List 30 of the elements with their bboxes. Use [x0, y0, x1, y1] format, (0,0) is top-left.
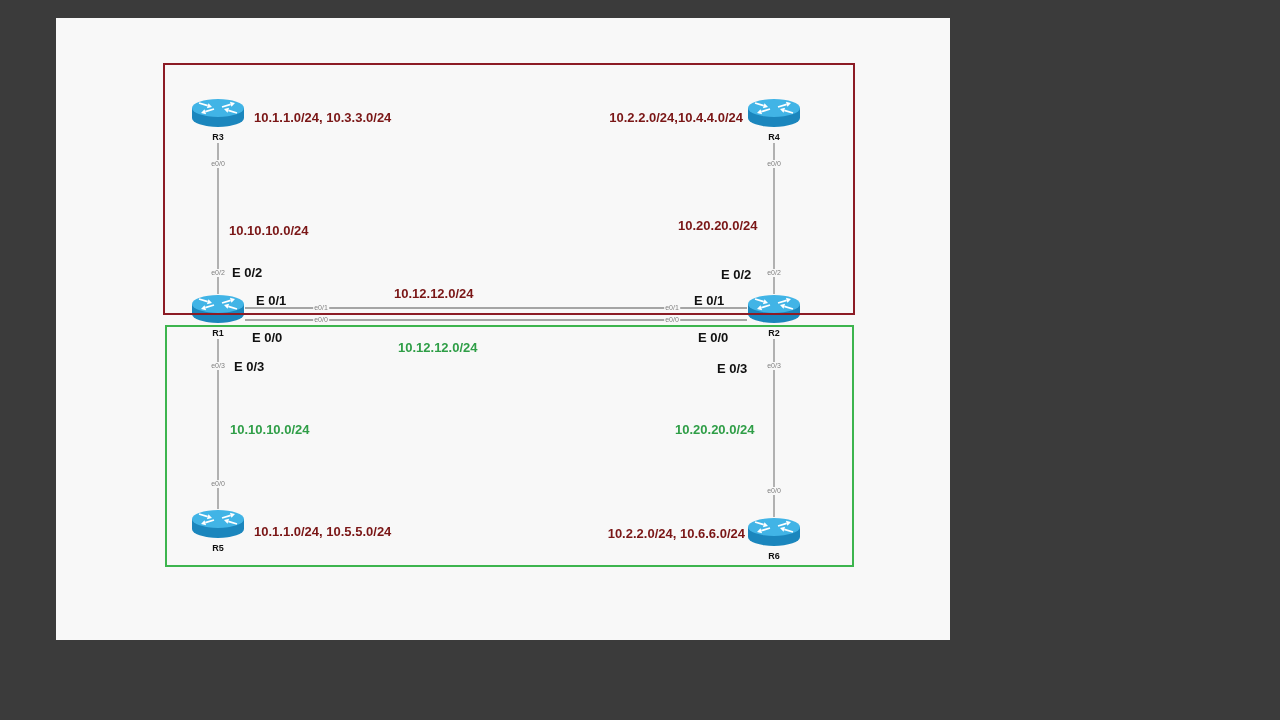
router-name: R5	[211, 543, 225, 554]
edge-label: 10.10.10.0/24	[227, 224, 311, 238]
subnet-label: 10.1.1.0/24, 10.5.5.0/24	[254, 525, 392, 539]
edge-label: 10.12.12.0/24	[396, 341, 480, 355]
edge-label: 10.12.12.0/24	[392, 287, 476, 301]
subnet-label: 10.2.2.0/24, 10.6.6.0/24	[607, 527, 745, 541]
router-name: R3	[211, 132, 225, 143]
router-name: R4	[767, 132, 781, 143]
link-line	[217, 142, 219, 295]
edge-label: 10.20.20.0/24	[673, 423, 757, 437]
interface-label: E 0/0	[698, 331, 729, 345]
router-name: R1	[211, 328, 225, 339]
interface-label: E 0/0	[252, 331, 283, 345]
router-name: R6	[767, 551, 781, 562]
link-line	[773, 338, 775, 518]
link-line	[217, 338, 219, 510]
interface-label: E 0/3	[234, 360, 265, 374]
link-line	[244, 307, 748, 309]
edge-label: 10.10.10.0/24	[228, 423, 312, 437]
interface-label: E 0/1	[256, 294, 287, 308]
router-name: R2	[767, 328, 781, 339]
edge-label: 10.20.20.0/24	[676, 219, 760, 233]
interface-label: E 0/2	[721, 268, 752, 282]
subnet-label: 10.1.1.0/24, 10.3.3.0/24	[254, 111, 392, 125]
interface-label: E 0/2	[232, 266, 263, 280]
interface-label: E 0/3	[717, 362, 748, 376]
interface-label: E 0/1	[694, 294, 725, 308]
link-line	[773, 142, 775, 295]
link-line	[244, 319, 748, 321]
subnet-label: 10.2.2.0/24,10.4.4.0/24	[609, 111, 743, 125]
